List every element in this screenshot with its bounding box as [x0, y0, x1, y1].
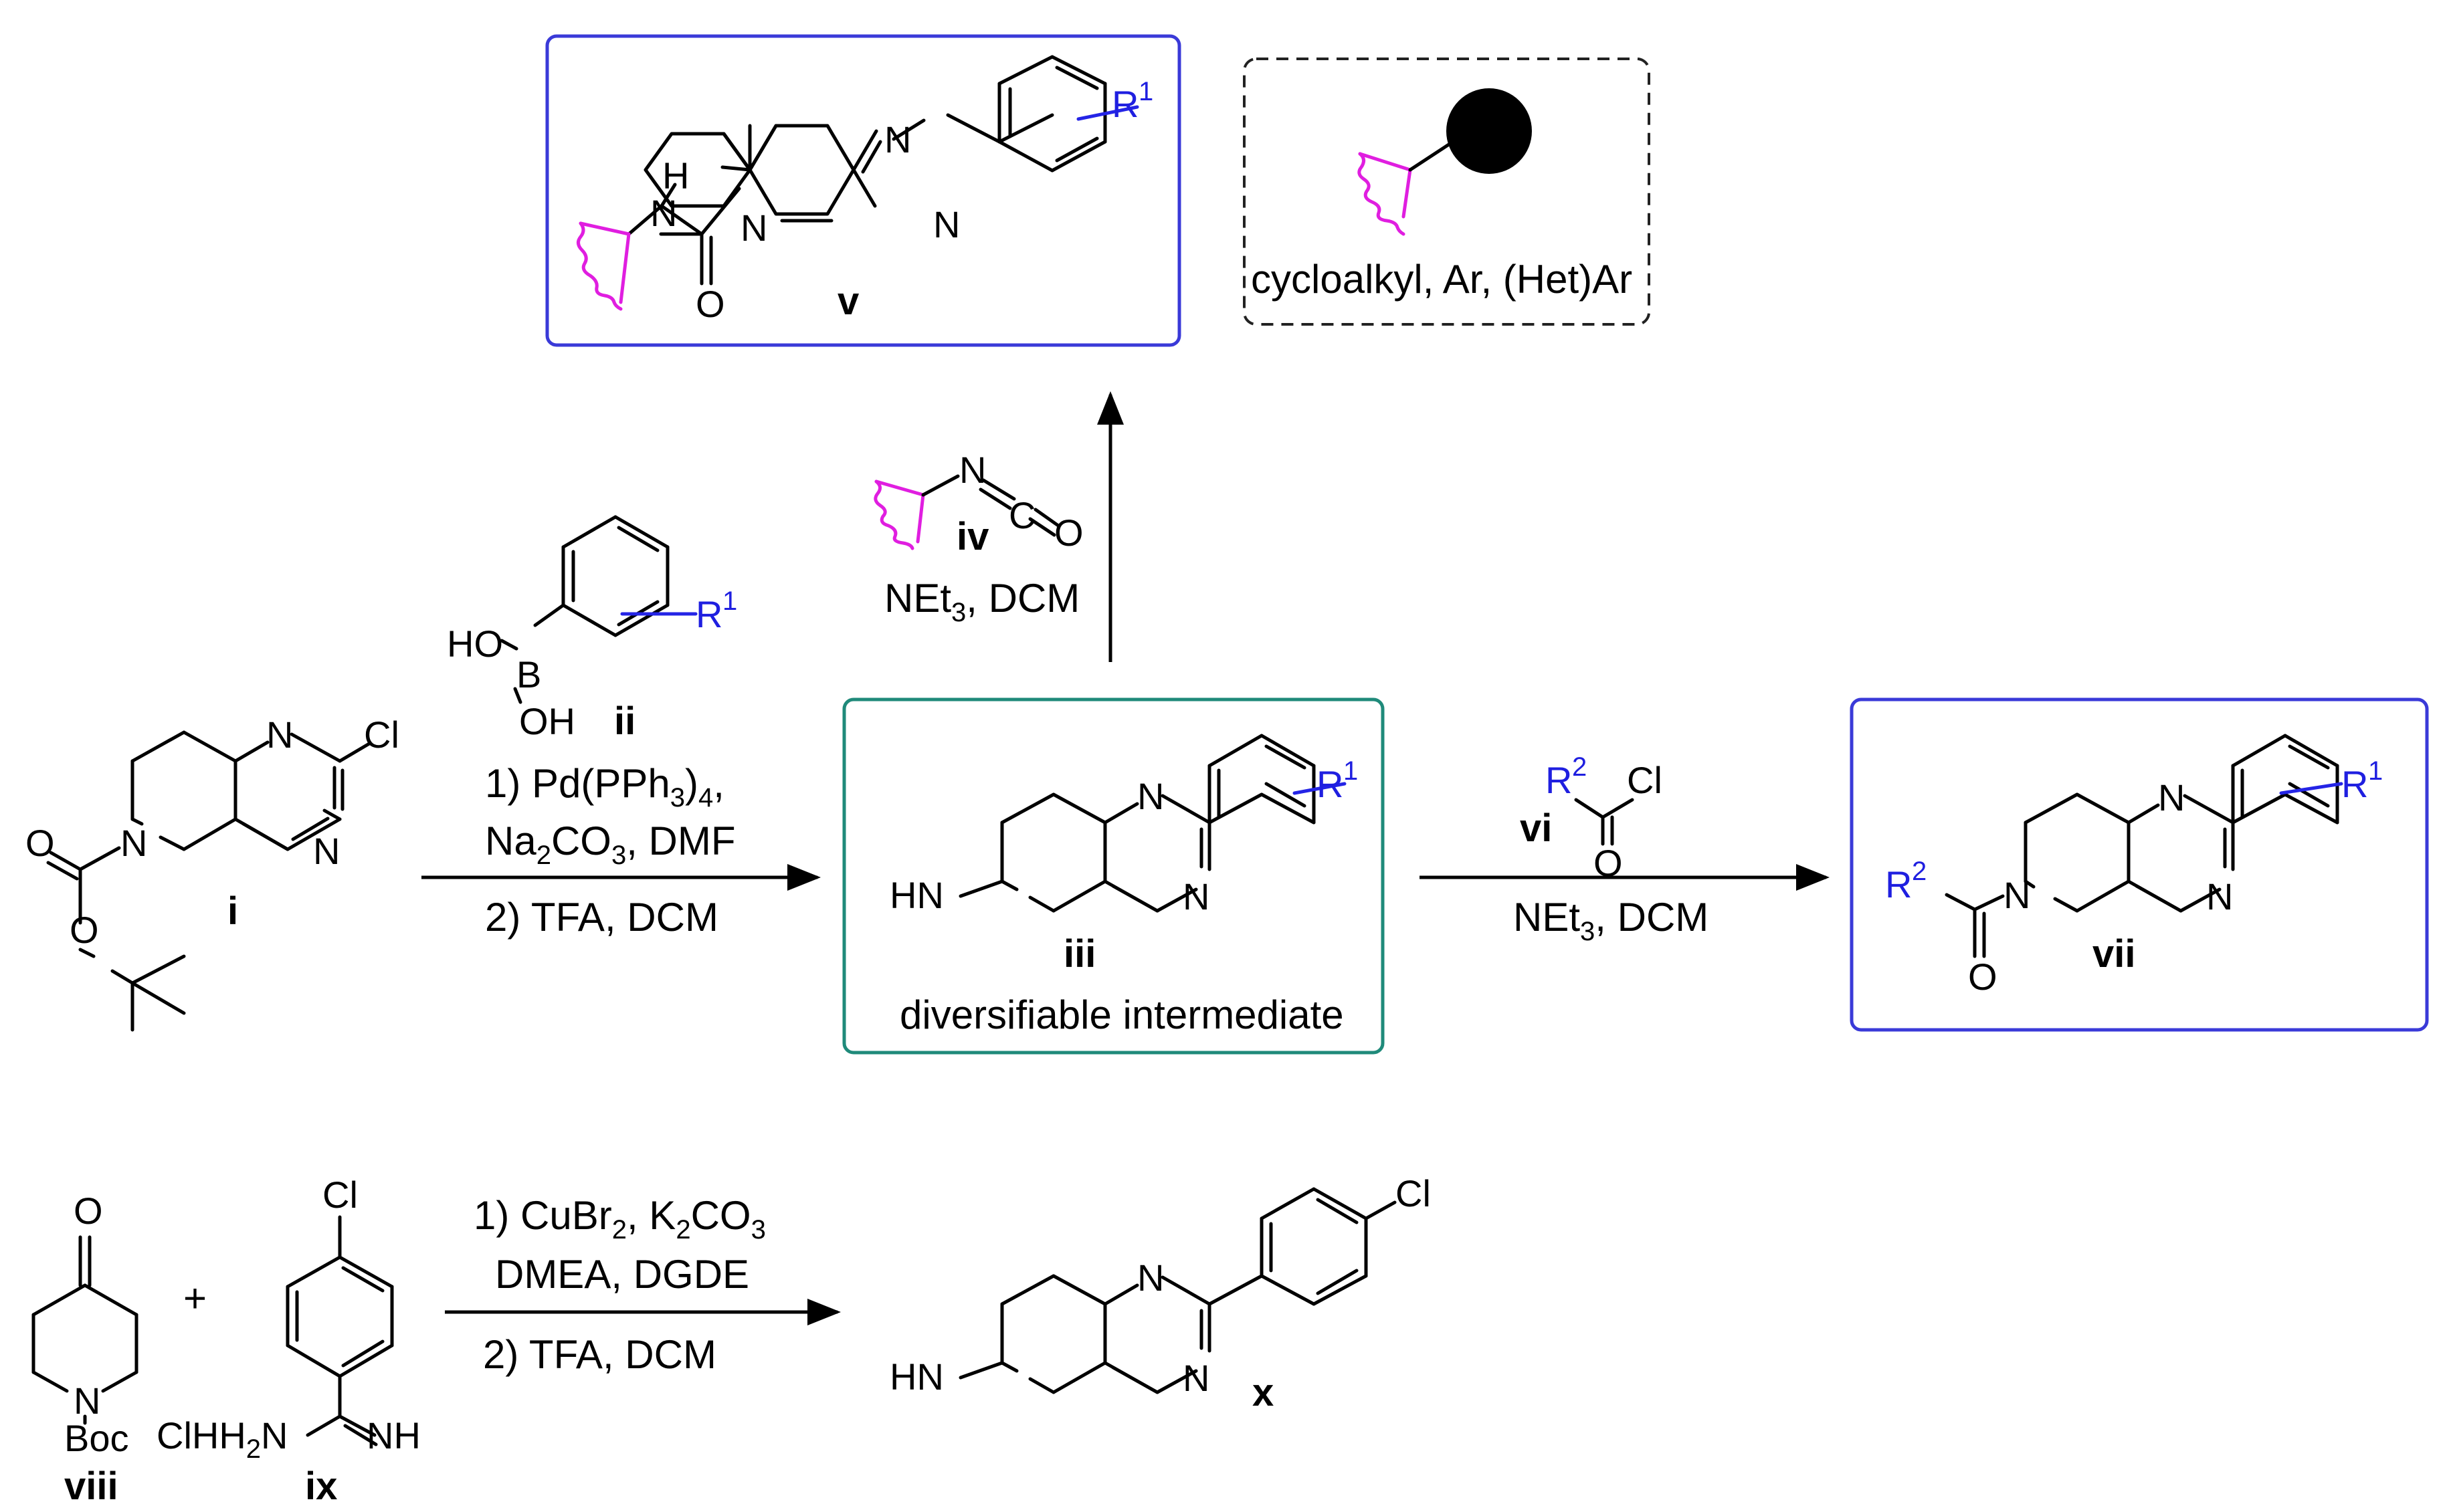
compound-i	[46, 730, 371, 1032]
intermediate-iii-box	[842, 697, 1385, 1055]
x-NH: HN	[890, 1356, 944, 1398]
viii-N: N	[74, 1380, 100, 1422]
ix-Cl: Cl	[322, 1174, 358, 1216]
ii-HO: HO	[447, 623, 503, 665]
vii-N-top: N	[2158, 776, 2185, 819]
i-N-bottom: N	[313, 830, 340, 872]
iii-NH: HN	[890, 874, 944, 916]
ii-R-sup: 1	[722, 586, 737, 616]
compound-ii	[500, 515, 698, 704]
compound-viii	[31, 1235, 138, 1425]
plus-sign: +	[183, 1276, 207, 1321]
ix-NH: NH	[367, 1414, 421, 1456]
v-N-ring-bottom: N	[933, 203, 960, 245]
v-O: O	[696, 283, 725, 325]
ii-OH: OH	[519, 700, 575, 742]
iv-N: N	[959, 449, 986, 491]
vii-R2-sup: 2	[1912, 857, 1927, 886]
compound-x	[959, 1187, 1397, 1394]
i-O-carbonyl: O	[25, 822, 55, 864]
legend-box	[1243, 58, 1650, 326]
x-N-bottom: N	[1183, 1357, 1209, 1399]
urea-cond: NEt3, DCM	[884, 576, 1080, 627]
vii-R1-sup: 1	[2368, 756, 2383, 786]
compound-iii	[959, 734, 1347, 913]
i-Cl: Cl	[364, 714, 399, 756]
suzuki-cond-1: 1) Pd(PPh3)4,	[485, 761, 724, 813]
v-R: R	[1112, 83, 1139, 125]
i-N-pip: N	[120, 822, 147, 864]
ix-amine: ClHH2N	[157, 1414, 288, 1464]
label-v: v	[838, 280, 859, 323]
v-N-amide: N	[741, 207, 767, 249]
iii-N-top: N	[1137, 775, 1164, 817]
vi-Cl: Cl	[1627, 759, 1662, 801]
vi-R: R	[1545, 759, 1572, 801]
x-Cl: Cl	[1395, 1172, 1431, 1214]
product-vii-box	[1850, 697, 2429, 1032]
compound-iv	[874, 474, 1060, 550]
i-O-ester: O	[70, 909, 99, 951]
product-v-box	[545, 34, 1181, 347]
vii-N-bottom: N	[2206, 875, 2233, 917]
iii-R: R	[1316, 763, 1343, 805]
ii-B: B	[516, 653, 541, 695]
label-vii: vii	[2092, 932, 2136, 976]
legend-fragment	[1357, 88, 1532, 236]
suzuki-cond-2: Na2CO3, DMF	[485, 819, 736, 870]
cu-cond-3: 2) TFA, DCM	[483, 1332, 716, 1377]
label-ii: ii	[614, 699, 635, 743]
iii-R-sup: 1	[1343, 756, 1358, 786]
v-NH-N: N	[650, 192, 677, 234]
iv-O: O	[1054, 512, 1084, 554]
viii-Boc: Boc	[64, 1417, 129, 1459]
cu-cond-2: DMEA, DGDE	[495, 1252, 749, 1297]
vi-R-sup: 2	[1572, 752, 1587, 782]
vii-R2: R	[1885, 863, 1912, 905]
label-ix: ix	[305, 1465, 337, 1508]
compound-v	[577, 55, 1139, 311]
compound-ix	[286, 1215, 394, 1446]
label-i: i	[227, 889, 238, 933]
label-iii: iii	[1064, 932, 1096, 976]
compound-vi	[1574, 798, 1634, 846]
ii-R: R	[696, 593, 722, 635]
viii-O: O	[74, 1190, 103, 1232]
iii-N-bottom: N	[1183, 875, 1209, 917]
compound-vii	[1945, 734, 2343, 958]
x-N-top: N	[1137, 1257, 1164, 1299]
i-N-top: N	[266, 714, 293, 756]
legend-text: cycloalkyl, Ar, (Het)Ar	[1251, 257, 1632, 302]
label-viii: viii	[64, 1465, 118, 1508]
intermediate-caption: diversifiable intermediate	[900, 992, 1344, 1037]
iv-C: C	[1009, 494, 1036, 536]
v-R-sup: 1	[1139, 77, 1153, 106]
vii-O: O	[1968, 956, 1997, 998]
label-x: x	[1252, 1371, 1274, 1414]
v-NH-H: H	[662, 154, 689, 197]
acylation-cond: NEt3, DCM	[1513, 895, 1708, 946]
v-N-ring-top: N	[884, 118, 911, 160]
vii-N-amide: N	[2003, 874, 2030, 916]
cu-cond-1: 1) CuBr2, K2CO3	[474, 1193, 766, 1245]
vi-O: O	[1593, 842, 1623, 884]
suzuki-cond-3: 2) TFA, DCM	[485, 895, 718, 940]
label-vi: vi	[1520, 806, 1552, 850]
vii-R1: R	[2341, 763, 2368, 805]
label-iv: iv	[957, 515, 989, 558]
